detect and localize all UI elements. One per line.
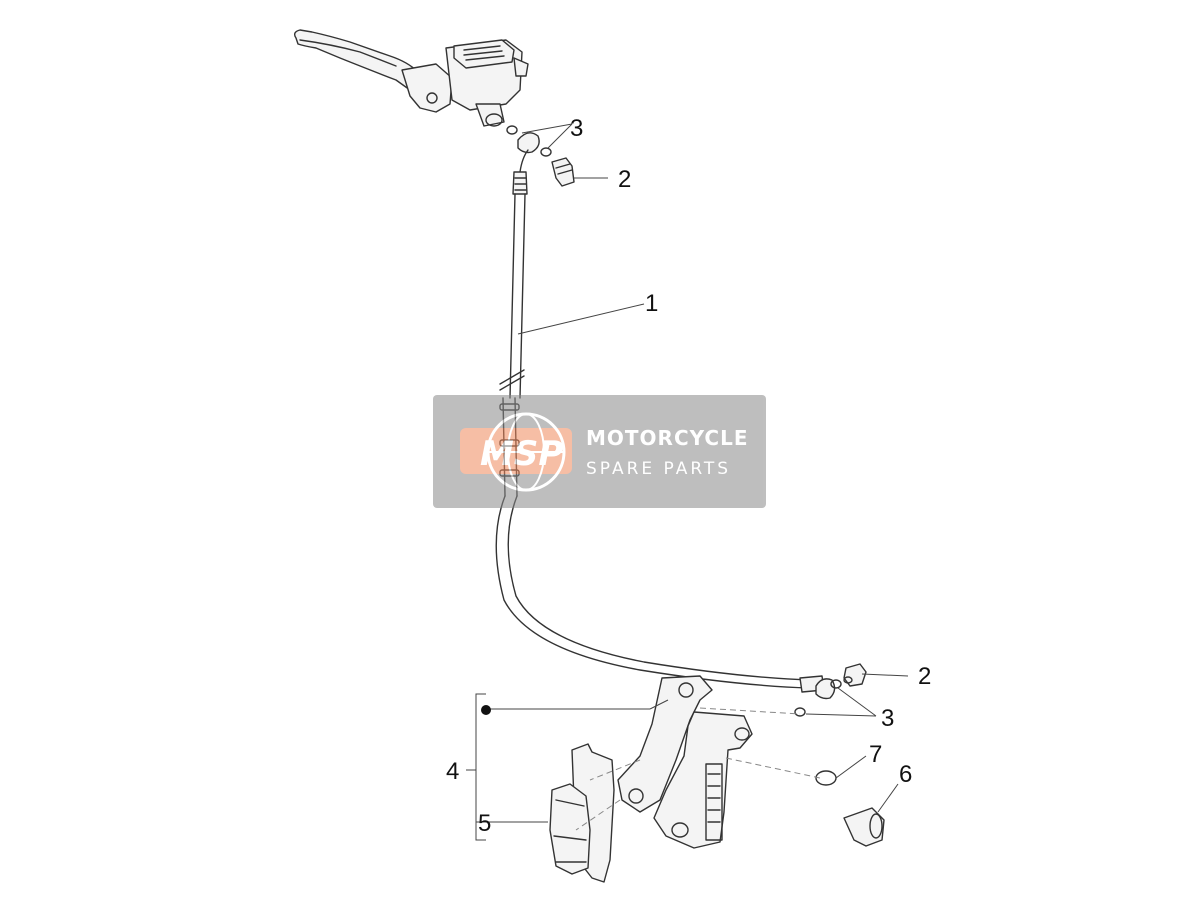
washer-bottom-1 [830,679,842,689]
caliper-body [653,711,753,849]
caliper-screw [843,807,885,847]
caliper-bracket [617,675,713,813]
callout-2-top: 2 [618,166,631,193]
callout-5: 5 [478,810,491,837]
callout-1: 1 [645,290,658,317]
brake-pads [549,743,615,883]
watermark-subtitle: SPARE PARTS [586,459,731,479]
banjo-bottom [815,678,836,700]
banjo-top [517,132,540,154]
watermark-logo-text: MSP [480,434,563,474]
callout-7: 7 [869,741,882,768]
callout-6: 6 [899,761,912,788]
lever-pivot-block [401,63,453,113]
callout-3-top: 3 [570,115,583,142]
callout-4: 4 [446,758,459,785]
watermark-box [433,395,766,508]
mounting-screw-set [815,770,885,847]
brake-pad-front [549,783,591,875]
watermark: MSP MOTORCYCLE SPARE PARTS [433,395,766,508]
washer-top-2 [540,147,552,157]
assembly-bracket [475,693,486,841]
washer-top-1 [506,125,518,135]
bottom-fittings [794,663,867,717]
brake-lever [293,29,431,97]
reservoir-cap [453,39,515,69]
top-fittings [506,125,575,187]
banjo-bolt-bottom [843,663,867,687]
watermark-title: MOTORCYCLE [586,426,748,450]
callout-2-bottom: 2 [918,663,931,690]
callout-3-bottom: 3 [881,705,894,732]
washer-bottom-2 [794,707,806,717]
brake-caliper [617,675,753,849]
assembly-dot [481,705,491,715]
master-cylinder-assembly [293,29,529,127]
